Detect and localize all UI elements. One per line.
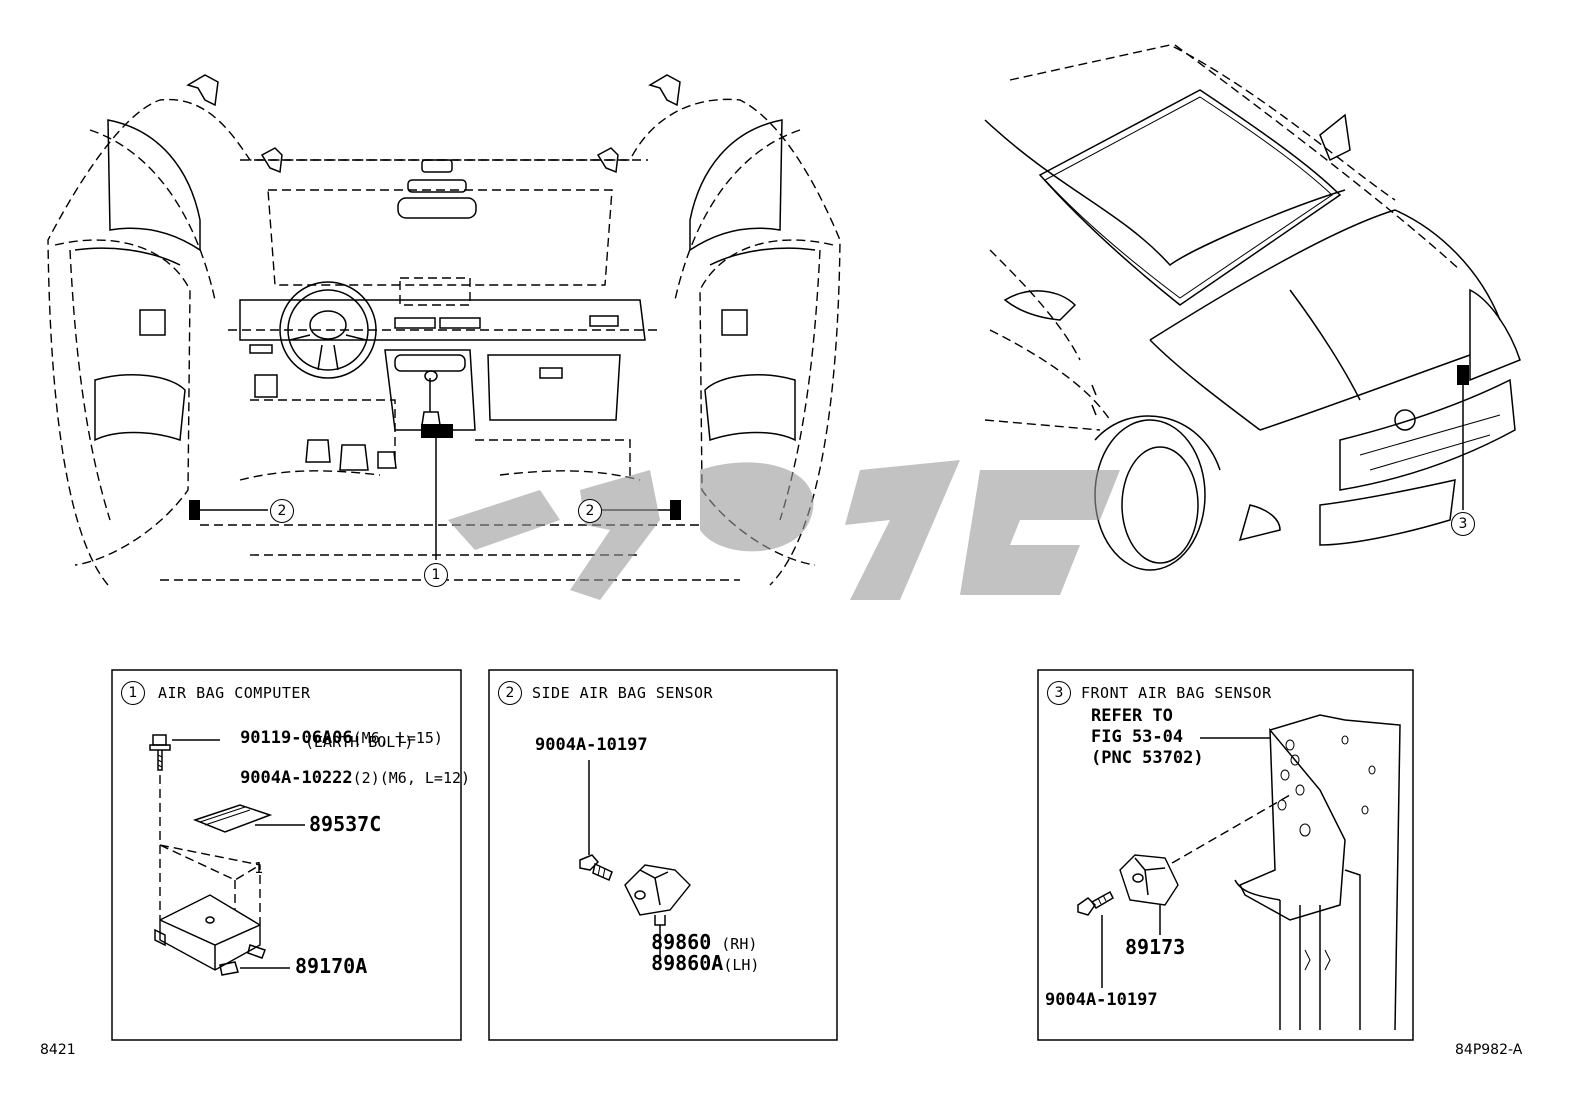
panel1-bolt2-qty: (2) <box>352 769 380 787</box>
panel1-bolt2-part: 9004A-10222 <box>240 768 353 788</box>
panel3-refer-2: FIG 53-04 <box>1091 727 1184 747</box>
panel3-bolt-part: 9004A-10197 <box>1045 990 1158 1010</box>
panel3-number: 3 <box>1047 681 1071 705</box>
panel1-bolt-line: 90119-06A06(M6, L=15) <box>222 713 443 747</box>
panel1-computer-part: 89170A <box>295 954 368 978</box>
panel1-bolt-spec: (M6, L=15) <box>352 729 443 747</box>
panel1-bolt-part: 90119-06A06 <box>240 728 353 748</box>
panel2-rh-part: 89860 <box>651 930 712 954</box>
panel2-rh-line: 89860 (RH) <box>633 917 757 953</box>
panel-air-bag-computer <box>111 669 462 1041</box>
callout-3: 3 <box>1451 512 1475 536</box>
callout-2-right: 2 <box>578 499 602 523</box>
panel3-sensor-part: 89173 <box>1125 935 1186 959</box>
panel2-lh-line: 89860A(LH) <box>633 938 759 974</box>
panel-side-air-bag-sensor <box>488 669 838 1041</box>
footer-left-code: 8421 <box>40 1042 76 1058</box>
panel1-title: AIR BAG COMPUTER <box>158 684 311 702</box>
panel1-bolt2-spec: (M6, L=12) <box>379 769 471 787</box>
panel3-refer-3: (PNC 53702) <box>1091 748 1204 768</box>
panel3-refer-1: REFER TO <box>1091 706 1173 726</box>
callout-1: 1 <box>424 563 448 587</box>
panel1-bolt-note: (EARTH BOLT) <box>305 733 414 751</box>
panel2-rh-side: (RH) <box>721 935 758 953</box>
panel1-bolt2-line: 9004A-10222(2)(M6, L=12) <box>222 753 470 787</box>
panel2-bolt-part: 9004A-10197 <box>535 735 648 755</box>
panel2-number: 2 <box>498 681 522 705</box>
watermark <box>448 460 1120 600</box>
panel1-label-part: 89537C <box>309 812 382 836</box>
footer-right-code: 84P982-A <box>1455 1042 1523 1058</box>
panel2-lh-part: 89860A <box>651 951 724 975</box>
panel1-number: 1 <box>121 681 145 705</box>
panel2-lh-side: (LH) <box>723 956 760 974</box>
callout-2-left: 2 <box>270 499 294 523</box>
panel-front-air-bag-sensor <box>1037 669 1414 1041</box>
panel3-title: FRONT AIR BAG SENSOR <box>1081 684 1272 702</box>
panel1-qty: 1 <box>254 859 264 877</box>
panel2-title: SIDE AIR BAG SENSOR <box>532 684 714 702</box>
